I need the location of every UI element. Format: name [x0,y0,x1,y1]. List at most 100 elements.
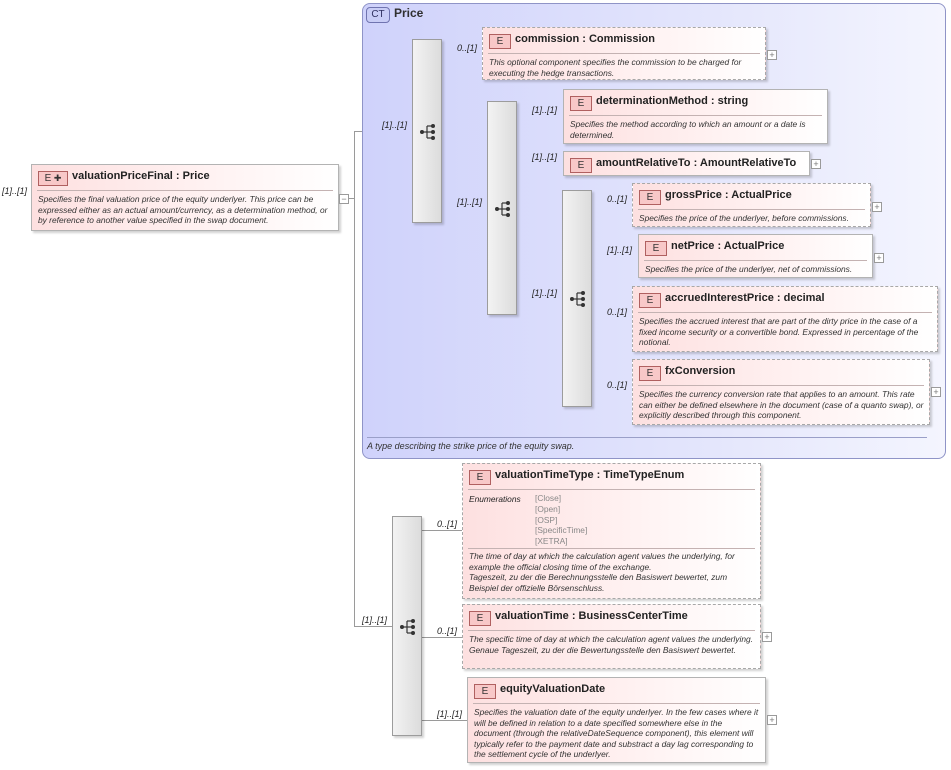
divider [468,630,755,631]
element-cardinality: 0..[1] [607,194,628,204]
enumerations-label: Enumerations [469,494,521,504]
element-equity-valuation-date[interactable]: E equityValuationDate Specifies the valu… [467,677,766,763]
element-amount-relative-to[interactable]: E amountRelativeTo : AmountRelativeTo [563,151,810,176]
element-valuation-time[interactable]: E valuationTime : BusinessCenterTime The… [462,604,761,669]
sequence-outer[interactable] [412,39,442,223]
element-name: amountRelativeTo : AmountRelativeTo [596,157,797,169]
enum-value: [Close] [535,493,562,503]
connector [422,637,462,638]
sequence-icon [400,619,415,635]
plus-icon[interactable]: + [872,202,882,212]
element-icon: E [570,96,592,111]
element-icon: E [570,158,592,173]
divider [367,437,927,438]
plus-icon[interactable]: + [874,253,884,263]
connector [354,131,355,627]
element-cardinality: [1]..[1] [532,105,558,115]
element-cardinality: 0..[1] [437,519,458,529]
plus-icon[interactable]: + [767,715,777,725]
sequence-icon [420,124,435,140]
complex-type-title: Price [394,6,424,20]
element-valuation-price-final[interactable]: E ✚ valuationPriceFinal : Price Specifie… [31,164,339,231]
element-cardinality: 0..[1] [437,626,458,636]
element-cardinality: [1]..[1] [607,245,633,255]
element-icon: E [474,684,496,699]
element-determination-method[interactable]: E determinationMethod : string Specifies… [563,89,828,144]
root-cardinality: [1]..[1] [2,186,28,196]
element-name: valuationTime : BusinessCenterTime [495,610,688,622]
element-icon: E ✚ [38,171,68,186]
plus-icon[interactable]: + [811,159,821,169]
element-description: This optional component specifies the co… [489,57,742,78]
element-description: Specifies the valuation date of the equi… [474,707,759,759]
sequence-mid[interactable] [487,101,517,315]
sequence-icon [495,201,510,217]
element-name: valuationPriceFinal : Price [72,170,210,182]
sequence-cardinality: [1]..[1] [457,197,483,207]
sequence-lower[interactable] [392,516,422,736]
complex-type-icon: CT [366,7,390,23]
element-icon: E [639,190,661,205]
element-description: Specifies the price of the underlyer, be… [639,213,849,223]
element-name: grossPrice : ActualPrice [665,189,792,201]
element-name: accruedInterestPrice : decimal [665,292,825,304]
enum-value: [SpecificTime] [535,525,588,536]
element-description: Specifies the currency conversion rate t… [639,389,924,420]
divider [638,385,924,386]
element-cardinality: 0..[1] [457,43,478,53]
element-description: Specifies the method according to which … [570,119,806,140]
enum-value: [OSP] [535,514,558,525]
element-icon: E [469,611,491,626]
element-description: Specifies the final valuation price of t… [38,194,328,225]
element-cardinality: [1]..[1] [437,709,463,719]
enum-value: [Open] [535,503,561,514]
element-icon: E [645,241,667,256]
divider [488,53,760,54]
element-description: Specifies the accrued interest that are … [639,316,919,347]
element-net-price[interactable]: E netPrice : ActualPrice Specifies the p… [638,234,873,278]
enumerations-list: [Close] [Open] [OSP] [SpecificTime] [XET… [535,493,587,547]
divider [638,312,932,313]
plus-icon[interactable]: + [931,387,941,397]
divider [638,209,865,210]
element-accrued-interest-price[interactable]: E accruedInterestPrice : decimal Specifi… [632,286,938,352]
element-icon: E [639,366,661,381]
connector [422,720,467,721]
divider [569,115,822,116]
sequence-cardinality: [1]..[1] [362,615,388,625]
sequence-cardinality: [1]..[1] [532,288,558,298]
element-valuation-time-type[interactable]: E valuationTimeType : TimeTypeEnum Enume… [462,463,761,599]
element-icon: E [469,470,491,485]
element-icon: E [639,293,661,308]
sequence-inner[interactable] [562,190,592,407]
sequence-cardinality: [1]..[1] [382,120,408,130]
sequence-icon [570,291,585,307]
divider [644,260,867,261]
divider [473,703,760,704]
element-fx-conversion[interactable]: E fxConversion Specifies the currency co… [632,359,930,425]
element-icon: E [489,34,511,49]
element-name: equityValuationDate [500,683,606,695]
enum-value: [XETRA] [535,536,568,547]
element-cardinality: 0..[1] [607,380,628,390]
element-commission[interactable]: E commission : Commission This optional … [482,27,766,80]
element-description: Specifies the price of the underlyer, ne… [645,264,853,274]
element-name: netPrice : ActualPrice [671,240,785,252]
connector [354,626,392,627]
element-name: valuationTimeType : TimeTypeEnum [495,469,685,481]
element-description: The time of day at which the calculation… [469,551,735,593]
plus-icon[interactable]: − [339,194,349,204]
divider [37,190,333,191]
element-name: commission : Commission [515,33,655,45]
plus-icon[interactable]: + [767,50,777,60]
element-cardinality: [1]..[1] [532,152,558,162]
element-name: determinationMethod : string [596,95,749,107]
divider [468,548,755,549]
element-description: The specific time of day at which the ca… [469,634,753,655]
element-name: fxConversion [665,365,736,377]
connector [422,530,462,531]
element-cardinality: 0..[1] [607,307,628,317]
complex-type-description: A type describing the strike price of th… [367,441,575,451]
element-gross-price[interactable]: E grossPrice : ActualPrice Specifies the… [632,183,871,227]
plus-icon[interactable]: + [762,632,772,642]
